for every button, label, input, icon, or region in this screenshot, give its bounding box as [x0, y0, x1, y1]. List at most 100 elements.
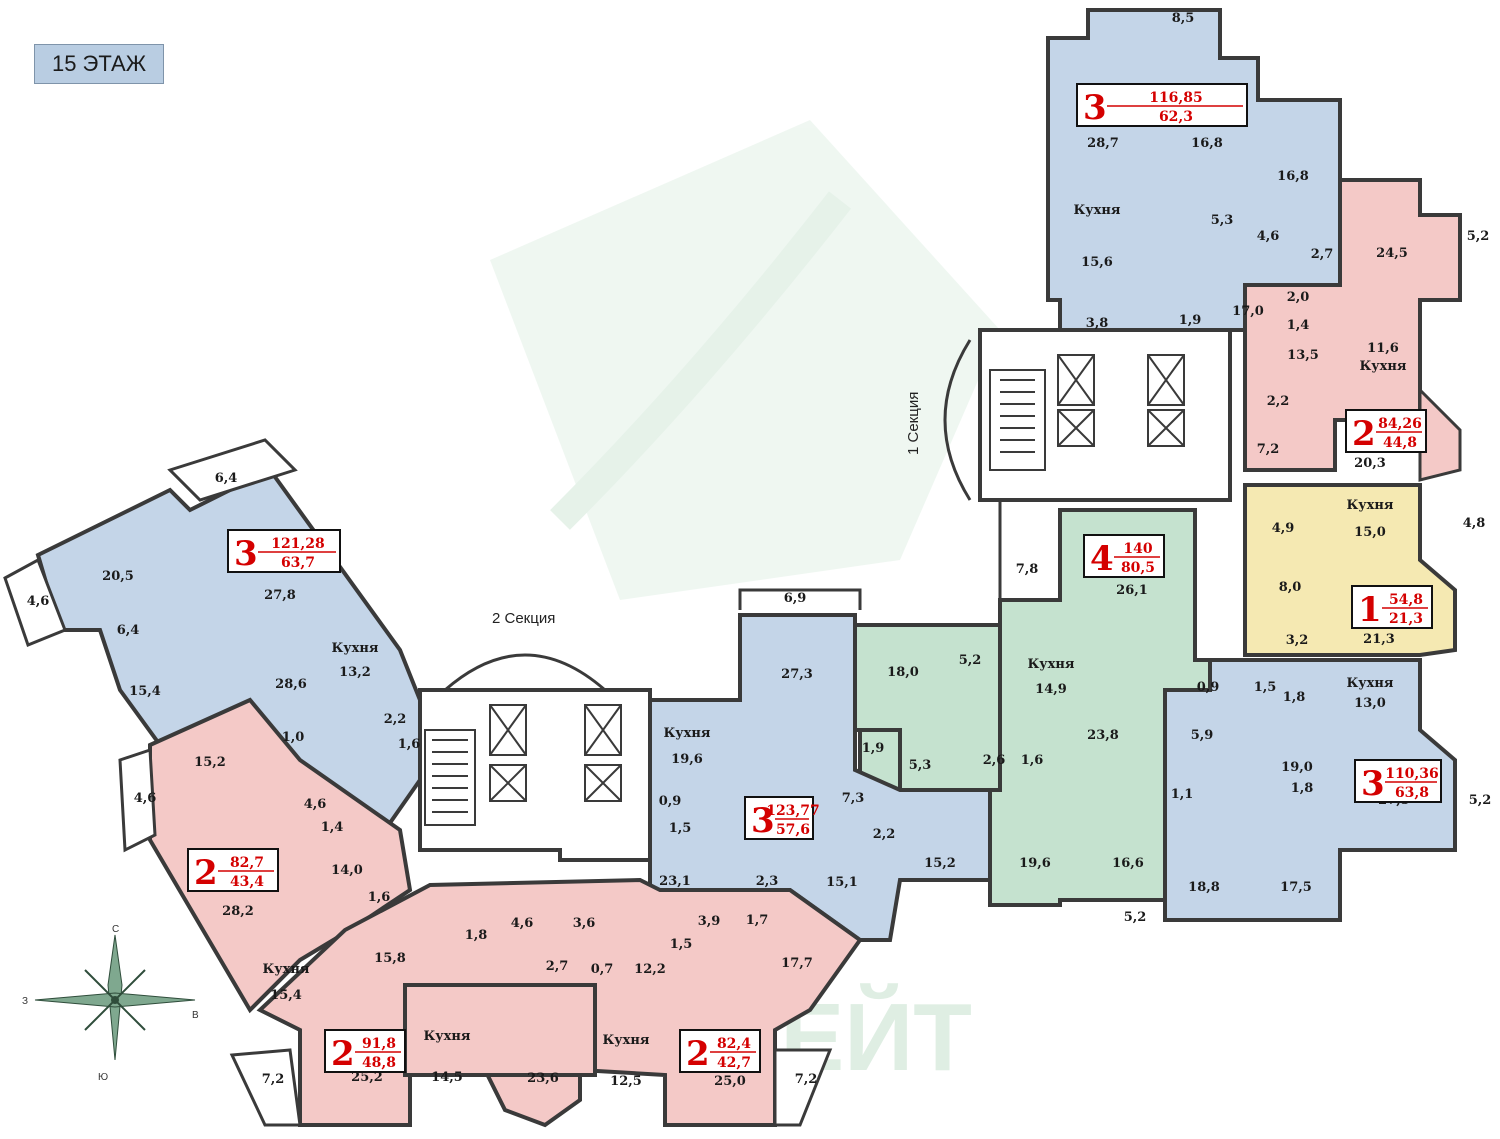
- room-area-label: 4,8: [1463, 516, 1486, 531]
- section-1-label: 1 Секция: [905, 392, 922, 455]
- apartment-living-area: 62,3: [1159, 109, 1193, 125]
- room-area-label: 4,6: [1257, 229, 1280, 244]
- room-label-kitchen: Кухня: [1346, 498, 1393, 513]
- room-area-label: 15,4: [270, 988, 302, 1003]
- room-area-label: 4,9: [1272, 521, 1295, 536]
- room-area-label: 23,1: [659, 874, 691, 889]
- compass-rose: С Ю З В: [22, 924, 199, 1083]
- room-area-label: 16,6: [1112, 856, 1144, 871]
- apartment-total-area: 123,77: [766, 803, 820, 819]
- apartment-badge-box: [187, 848, 279, 892]
- room-area-label: 1,0: [282, 730, 305, 745]
- room-area-label: 8,0: [1279, 580, 1302, 595]
- apartment-rooms-count: 3: [234, 534, 258, 574]
- room-area-label: 14,9: [1035, 682, 1067, 697]
- room-area-label: 21,3: [1363, 632, 1395, 647]
- apartment-badge-box: [1354, 759, 1442, 803]
- apartment-living-area: 44,8: [1383, 435, 1417, 451]
- room-area-label: 7,3: [842, 791, 865, 806]
- elevator-shafts-section-1: [989, 354, 1185, 471]
- apartment-badge-box: [679, 1029, 761, 1073]
- apartment-rooms-count: 3: [1361, 764, 1385, 804]
- apartment-total-area: 116,85: [1149, 90, 1203, 106]
- room-area-label: 7,8: [1016, 562, 1039, 577]
- apartment-living-area: 57,6: [776, 822, 810, 838]
- room-area-label: 7,2: [262, 1072, 285, 1087]
- room-label-kitchen: Кухня: [1073, 203, 1120, 218]
- room-area-label: 4,6: [511, 916, 534, 931]
- room-area-label: 24,5: [1376, 246, 1408, 261]
- room-area-label: 8,5: [1172, 11, 1195, 26]
- room-area-label: 3,9: [698, 914, 721, 929]
- room-area-label: 0,9: [659, 794, 682, 809]
- apartment-badge-box: [1076, 83, 1248, 127]
- room-area-label: 1,8: [1291, 781, 1314, 796]
- room-area-label: 1,4: [321, 820, 344, 835]
- room-label-kitchen: Кухня: [602, 1033, 649, 1048]
- apartment-total-area: 54,8: [1389, 592, 1423, 608]
- room-area-label: 1,5: [670, 937, 693, 952]
- room-area-label: 5,3: [909, 758, 932, 773]
- room-label-kitchen: Кухня: [1027, 657, 1074, 672]
- room-area-label: 15,4: [129, 684, 161, 699]
- room-area-label: 1,5: [1254, 680, 1277, 695]
- room-area-label: 1,1: [1171, 787, 1194, 802]
- room-area-label: 25,2: [351, 1070, 383, 1085]
- floor-label: 15 ЭТАЖ: [34, 44, 164, 84]
- room-area-label: 28,6: [275, 677, 307, 692]
- room-area-label: 1,8: [1283, 690, 1306, 705]
- room-area-label: 2,6: [983, 753, 1006, 768]
- room-area-label: 15,2: [924, 856, 956, 871]
- room-area-label: 28,2: [222, 904, 254, 919]
- compass-south: Ю: [98, 1072, 108, 1083]
- room-area-label: 1,6: [398, 737, 421, 752]
- apartment-living-area: 21,3: [1389, 611, 1423, 627]
- section-2-label: 2 Секция: [492, 610, 555, 627]
- apartment-living-area: 80,5: [1121, 560, 1155, 576]
- room-area-label: 23,6: [527, 1071, 559, 1086]
- apartment-total-area: 121,28: [271, 536, 325, 552]
- room-area-label: 18,0: [887, 665, 919, 680]
- compass-west: З: [22, 996, 28, 1007]
- room-area-label: 13,5: [1287, 348, 1319, 363]
- room-area-label: 4,6: [27, 594, 50, 609]
- apartment-total-area: 82,7: [230, 855, 264, 871]
- room-area-label: 5,2: [1467, 229, 1490, 244]
- apartment-rooms-count: 3: [1083, 88, 1107, 128]
- elevator-shafts-section-2: [424, 704, 622, 826]
- room-area-label: 5,2: [1124, 910, 1147, 925]
- room-area-label: 6,4: [215, 471, 238, 486]
- room-area-label: 15,2: [194, 755, 226, 770]
- room-area-label: 23,8: [1087, 728, 1119, 743]
- apartment-living-area: 43,4: [230, 874, 264, 890]
- room-area-label: 19,0: [1281, 760, 1313, 775]
- room-area-label: 5,2: [1469, 793, 1492, 808]
- room-area-label: 17,7: [781, 956, 813, 971]
- room-area-label: 1,5: [669, 821, 692, 836]
- room-area-label: 4,6: [134, 791, 157, 806]
- room-area-label: 2,2: [873, 827, 896, 842]
- room-area-label: 1,9: [862, 741, 885, 756]
- room-area-label: 3,6: [573, 916, 596, 931]
- room-area-label: 2,2: [384, 712, 407, 727]
- apartment-badge-box: [227, 529, 341, 573]
- room-area-label: 2,2: [1267, 394, 1290, 409]
- apartment-total-area: 84,26: [1378, 416, 1422, 432]
- room-area-label: 1,4: [1287, 318, 1310, 333]
- room-area-label: 13,0: [1354, 696, 1386, 711]
- apartment-rooms-count: 2: [194, 853, 218, 893]
- room-label-kitchen: Кухня: [262, 962, 309, 977]
- room-area-label: 3,8: [1086, 316, 1109, 331]
- room-area-label: 15,8: [374, 951, 406, 966]
- compass-east: В: [192, 1010, 199, 1021]
- room-area-label: 2,7: [546, 959, 569, 974]
- apartment-badge: 3 116,85 62,3: [1076, 83, 1248, 128]
